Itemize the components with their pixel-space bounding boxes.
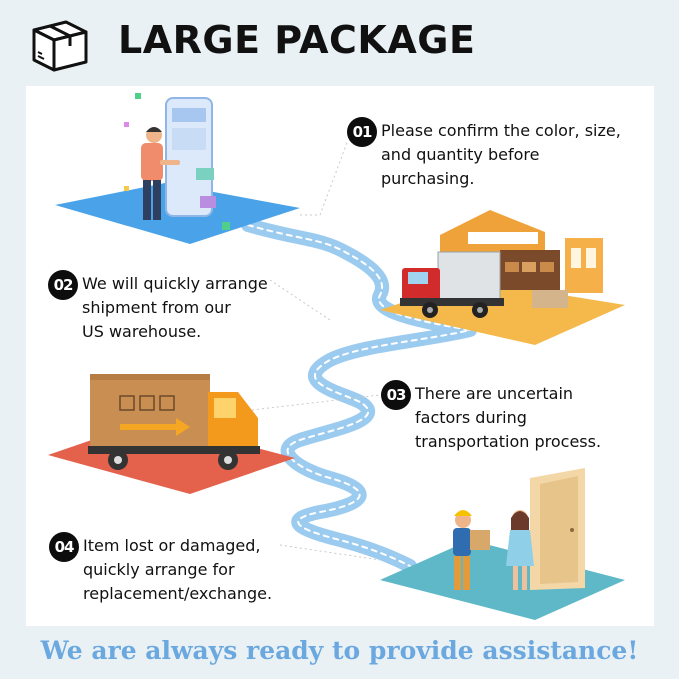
step-text-line: replacement/exchange. <box>83 584 273 603</box>
step-text-line: Item lost or damaged, <box>83 536 261 555</box>
leader-lines <box>251 139 381 561</box>
step-number-badge: 04 <box>49 532 79 562</box>
platform-delivery <box>380 468 625 620</box>
step-text-line: We will quickly arrange <box>82 274 268 293</box>
step-text-line: and quantity before <box>381 145 540 164</box>
step-text-line: Please confirm the color, size, <box>381 121 621 140</box>
step-text-line: factors during <box>415 408 527 427</box>
step-number-badge: 02 <box>48 270 78 300</box>
step-number-badge: 03 <box>381 380 411 410</box>
step-text-line: transportation process. <box>415 432 602 451</box>
step-text-line: purchasing. <box>381 169 475 188</box>
footer-tagline: We are always ready to provide assistanc… <box>40 636 639 665</box>
step-number-badge: 01 <box>347 117 377 147</box>
step-text-line: quickly arrange for <box>83 560 235 579</box>
page-title: LARGE PACKAGE <box>118 18 476 62</box>
platform-transport <box>48 374 295 494</box>
step-text-line: There are uncertain <box>415 384 574 403</box>
step-text-line: shipment from our <box>82 298 231 317</box>
platform-order <box>55 93 300 244</box>
platform-warehouse <box>380 210 625 345</box>
step-text-line: US warehouse. <box>82 322 202 341</box>
box-icon <box>28 12 92 76</box>
road-path <box>241 218 477 573</box>
